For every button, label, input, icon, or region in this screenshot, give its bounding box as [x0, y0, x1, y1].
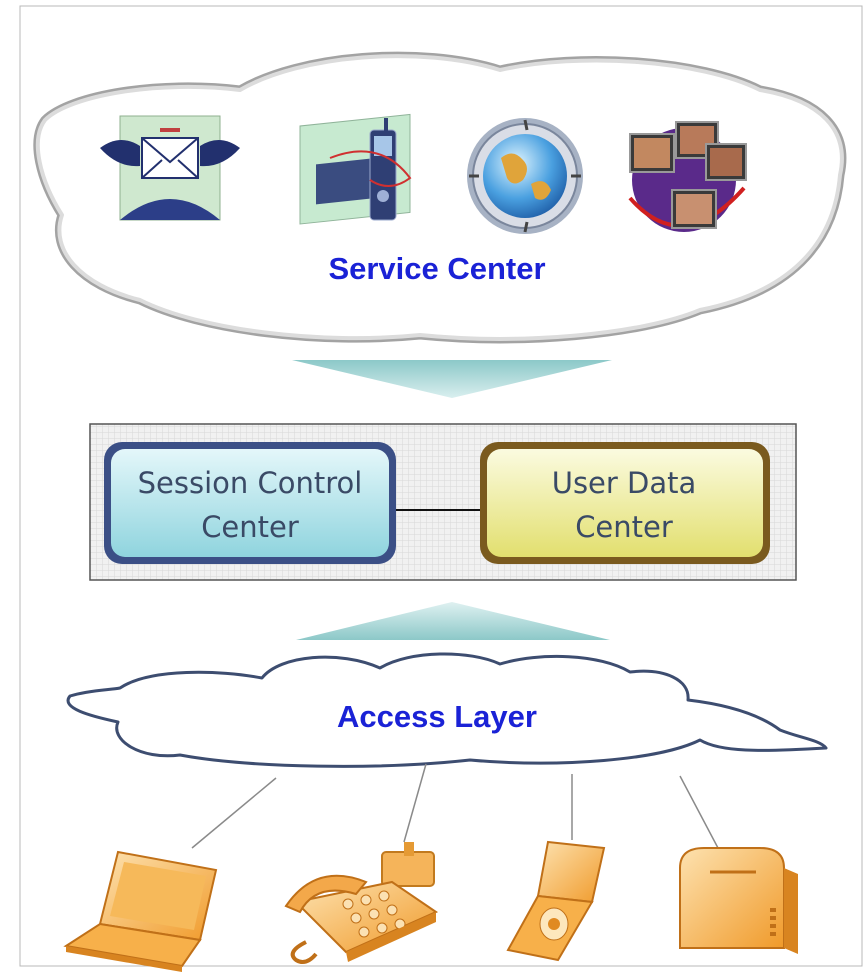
- flip-phone-icon: [506, 840, 606, 962]
- access-layer-cloud: [66, 652, 828, 768]
- up-arrow-icon: [296, 602, 610, 640]
- user-data-line2: Center: [575, 510, 673, 544]
- user-data-center-box: User Data Center: [480, 442, 770, 564]
- session-control-line2: Center: [201, 510, 299, 544]
- desk-phone-icon: [284, 842, 439, 964]
- session-control-line1: Session Control: [138, 466, 363, 500]
- core-network-panel: Session Control Center User Data Center: [89, 423, 797, 581]
- outer-frame: [19, 5, 863, 967]
- service-center-label: Service Center: [328, 251, 545, 286]
- video-conference-icon: [628, 121, 747, 232]
- mail-icon: [100, 115, 240, 221]
- service-center-cloud: [33, 51, 847, 344]
- session-control-center-box: Session Control Center: [104, 442, 396, 564]
- user-data-line1: User Data: [552, 466, 697, 500]
- device-connectors: [191, 763, 719, 849]
- down-arrow-icon: [292, 360, 612, 398]
- globe-icon: [467, 118, 583, 234]
- modem-icon: [679, 847, 798, 954]
- mobile-phone-icon: [299, 113, 412, 225]
- access-layer-label: Access Layer: [337, 699, 537, 734]
- laptop-icon: [63, 850, 218, 972]
